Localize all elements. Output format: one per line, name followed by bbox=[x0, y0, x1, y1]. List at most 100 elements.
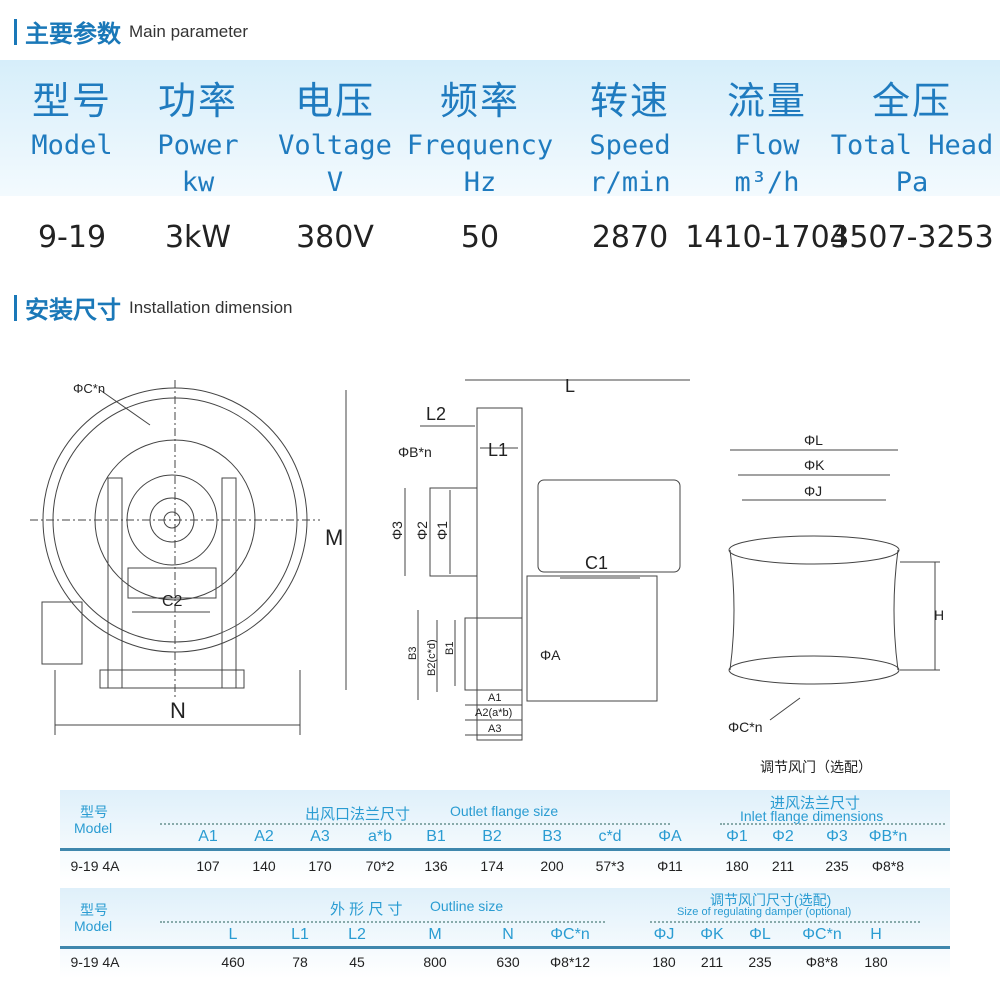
table-cell: 174 bbox=[480, 858, 504, 874]
label-a3: A3 bbox=[488, 723, 501, 735]
param-en: Speed bbox=[589, 130, 671, 161]
label-b3: B3 bbox=[407, 647, 419, 660]
column-header: ΦC*n bbox=[550, 926, 590, 943]
damper-drawing: ΦL ΦK ΦJ H ΦC*n 调节风门（选配） bbox=[728, 432, 944, 775]
table-cell: Φ8*12 bbox=[550, 954, 590, 970]
group-outlet-en: Outlet flange size bbox=[450, 803, 559, 819]
param-cn: 全压 bbox=[871, 79, 952, 123]
param-cn: 频率 bbox=[439, 79, 520, 123]
table-cell: 211 bbox=[700, 954, 724, 970]
table-cell: 70*2 bbox=[365, 858, 395, 874]
table-cell: 800 bbox=[423, 954, 447, 970]
label-b1: B1 bbox=[444, 642, 456, 655]
section-main-parameter: 主要参数 Main parameter bbox=[14, 14, 248, 49]
model-cell: 9-19 4A bbox=[70, 954, 120, 970]
param-header-0: 型号 Model bbox=[0, 70, 162, 166]
column-header: a*b bbox=[367, 828, 393, 845]
table-cell: Φ8*8 bbox=[871, 858, 905, 874]
label-l: L bbox=[565, 376, 575, 396]
param-en: Flow bbox=[734, 130, 800, 161]
label-n: N bbox=[170, 698, 186, 723]
label-l2: L2 bbox=[426, 404, 446, 424]
param-cn: 电压 bbox=[294, 79, 375, 123]
table-cell: 140 bbox=[252, 858, 276, 874]
column-header: M bbox=[428, 926, 442, 943]
label-c1: C1 bbox=[585, 553, 608, 573]
section-marker bbox=[14, 294, 17, 321]
model-header-cn: 型号 bbox=[80, 804, 108, 820]
table-cell: 235 bbox=[748, 954, 772, 970]
label-phi-j: ΦJ bbox=[804, 483, 822, 499]
group-outline-en: Outline size bbox=[430, 898, 504, 914]
column-header: ΦL bbox=[749, 926, 771, 943]
label-c2: C2 bbox=[162, 593, 183, 610]
parameter-header-band bbox=[0, 60, 1000, 196]
group-inlet-cn: 进风法兰尺寸 bbox=[770, 795, 861, 812]
table-cell: 630 bbox=[496, 954, 520, 970]
table-cell: 107 bbox=[196, 858, 220, 874]
label-phi-a: ΦA bbox=[540, 647, 561, 663]
param-value: 3kW bbox=[164, 220, 232, 255]
front-view-drawing: ΦC*n M N C2 bbox=[30, 380, 347, 735]
group-damper-cn: 调节风门尺寸(选配) bbox=[710, 892, 832, 908]
column-header: A3 bbox=[310, 828, 330, 845]
side-view-drawing: L L2 L1 ΦB*n Φ3 Φ2 Φ1 C1 B3 B2(c*d) B1 Φ… bbox=[389, 376, 690, 741]
installation-drawings: ΦC*n M N C2 L L2 L1 ΦB*n Φ3 Φ2 Φ1 C1 B3 … bbox=[30, 376, 944, 775]
column-header: N bbox=[502, 926, 514, 943]
section-title-en: Main parameter bbox=[129, 21, 249, 41]
column-header: ΦK bbox=[700, 926, 724, 943]
param-value: 3507-3253 bbox=[830, 220, 994, 255]
table-cell: 57*3 bbox=[595, 858, 625, 874]
header-rule bbox=[60, 848, 950, 851]
param-unit: V bbox=[326, 167, 344, 198]
table-cell: 136 bbox=[424, 858, 448, 874]
table-cell: 180 bbox=[725, 858, 749, 874]
model-header-cn: 型号 bbox=[80, 902, 108, 918]
column-header: Φ1 bbox=[726, 828, 748, 845]
param-cn: 流量 bbox=[726, 79, 807, 123]
model-header-en: Model bbox=[74, 918, 113, 934]
param-en: Voltage bbox=[278, 130, 392, 161]
section-installation: 安装尺寸 Installation dimension bbox=[14, 290, 292, 325]
label-a1: A1 bbox=[488, 692, 501, 704]
param-header-1: 功率 Power kw bbox=[108, 70, 288, 199]
param-value: 2870 bbox=[591, 220, 669, 255]
column-header: B3 bbox=[542, 828, 562, 845]
param-value: 9-19 bbox=[37, 220, 107, 255]
param-en: Power bbox=[157, 130, 239, 161]
column-header: A2 bbox=[254, 828, 274, 845]
table-cell: 211 bbox=[771, 858, 795, 874]
group-inlet-en: Inlet flange dimensions bbox=[740, 808, 884, 824]
table-cell: 235 bbox=[825, 858, 849, 874]
section-title-cn: 安装尺寸 bbox=[25, 297, 121, 324]
column-header: Φ2 bbox=[772, 828, 794, 845]
param-cn: 功率 bbox=[157, 79, 238, 123]
param-en: Frequency bbox=[406, 130, 554, 161]
label-c-n: ΦC*n bbox=[73, 381, 105, 396]
param-value: 1410-1704 bbox=[685, 220, 849, 255]
group-damper-en: Size of regulating damper (optional) bbox=[677, 906, 852, 918]
param-cn: 型号 bbox=[31, 79, 112, 123]
label-b-n: ΦB*n bbox=[398, 444, 432, 460]
table-cell: 180 bbox=[864, 954, 888, 970]
label-phi-l: ΦL bbox=[804, 432, 823, 448]
section-title-en: Installation dimension bbox=[129, 297, 293, 317]
section-marker bbox=[14, 18, 17, 45]
label-h: H bbox=[934, 607, 944, 623]
param-unit: kw bbox=[181, 167, 215, 198]
label-b2: B2(c*d) bbox=[426, 639, 438, 676]
column-header: ΦC*n bbox=[802, 926, 842, 943]
param-en: Model bbox=[31, 130, 113, 161]
damper-caption: 调节风门（选配） bbox=[760, 759, 872, 775]
param-unit: Hz bbox=[463, 167, 497, 198]
group-outline-cn: 外 形 尺 寸 bbox=[330, 901, 403, 918]
column-header: ΦA bbox=[658, 828, 682, 845]
table-cell: 200 bbox=[540, 858, 564, 874]
param-cn: 转速 bbox=[589, 79, 670, 123]
label-l1: L1 bbox=[488, 440, 508, 460]
model-cell: 9-19 4A bbox=[70, 858, 120, 874]
